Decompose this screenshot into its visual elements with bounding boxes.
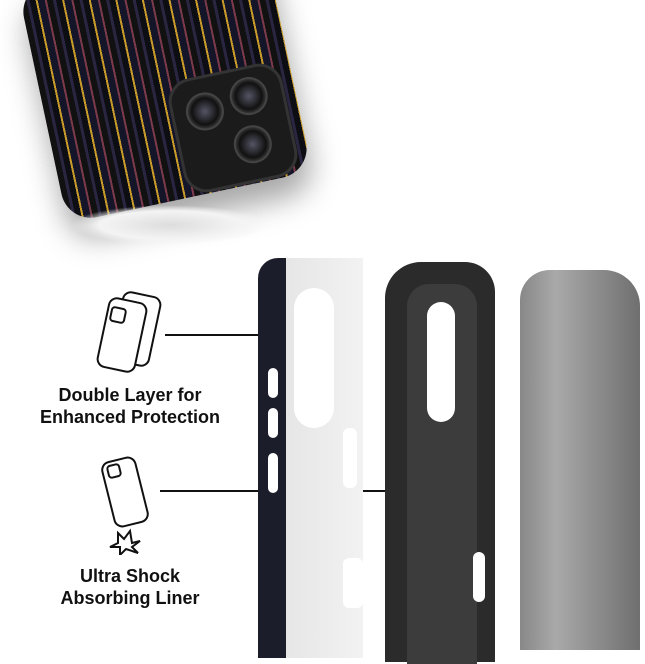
- pointer-line: [165, 334, 265, 336]
- phone-body: [520, 270, 640, 650]
- outer-hard-shell-layer: [258, 258, 363, 658]
- shock-phone-icon: [101, 456, 149, 555]
- double-layer-case-icon: [96, 291, 162, 373]
- inner-shock-absorbing-liner: [385, 262, 495, 664]
- camera-module: [164, 59, 302, 197]
- shattered-fragments: [70, 205, 270, 245]
